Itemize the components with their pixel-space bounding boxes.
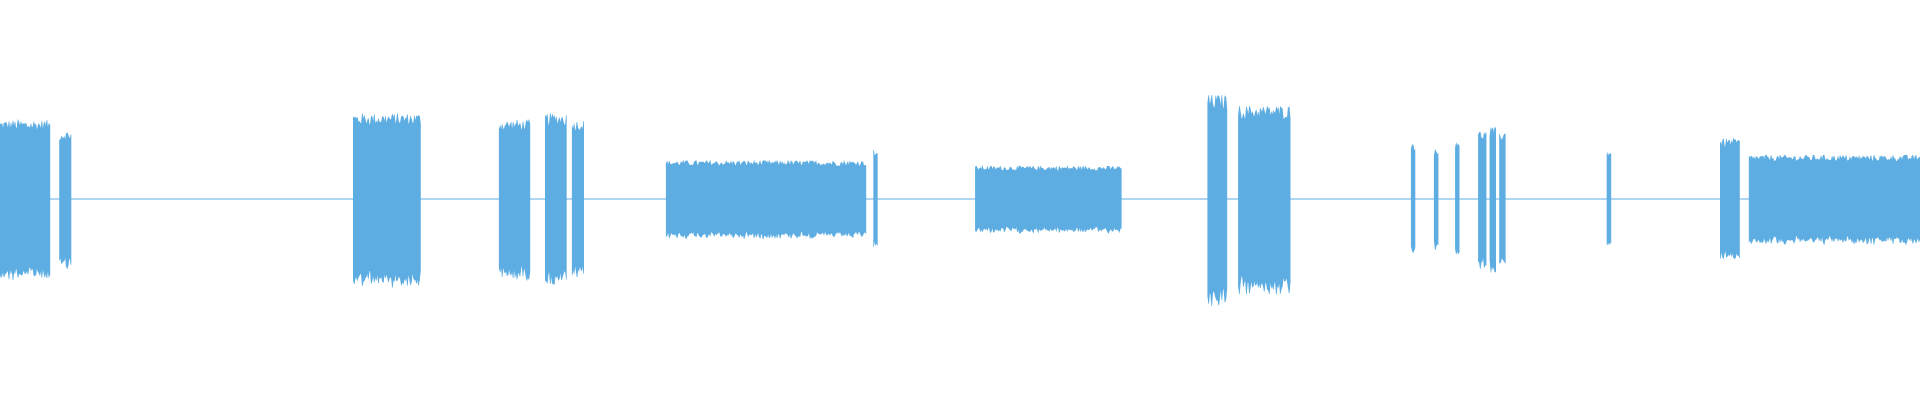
waveform-segments (0, 95, 1920, 306)
waveform-segment (1489, 127, 1496, 273)
waveform-segment (545, 113, 567, 285)
waveform-segment (1478, 131, 1487, 269)
waveform-segment (1455, 142, 1460, 255)
waveform-segment (1606, 152, 1612, 246)
waveform-segment (59, 132, 72, 270)
waveform-segment (498, 118, 531, 282)
waveform-segment (975, 165, 1122, 235)
waveform-segment (1238, 105, 1291, 295)
waveform-segment (1410, 144, 1416, 254)
waveform-segment (1433, 149, 1439, 250)
waveform-segment (1720, 137, 1740, 260)
waveform-segment (1207, 95, 1228, 306)
waveform-segment (873, 150, 878, 247)
waveform-segment (1499, 133, 1506, 264)
waveform-segment (353, 113, 421, 288)
waveform-segment (1748, 154, 1920, 246)
waveform-segment (665, 159, 867, 240)
waveform-segment (571, 120, 584, 278)
waveform-segment (0, 118, 51, 281)
